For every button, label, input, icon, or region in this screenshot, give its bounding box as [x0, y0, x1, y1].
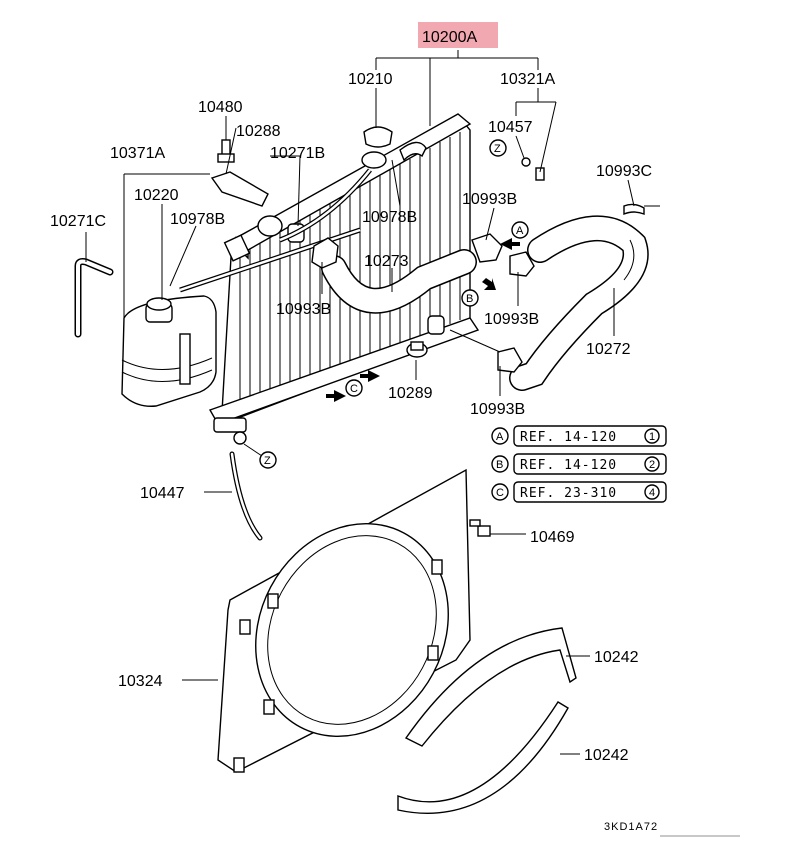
ref-b-letter: B	[496, 459, 503, 471]
label-10220[interactable]: 10220	[134, 187, 179, 204]
label-10210[interactable]: 10210	[348, 71, 393, 88]
label-10321A[interactable]: 10321A	[500, 71, 555, 88]
label-10447[interactable]: 10447	[140, 485, 185, 502]
reference-table: A REF. 14-120 1 B REF. 14-120 2 C REF. 2…	[491, 425, 667, 503]
label-10480[interactable]: 10480	[198, 99, 243, 116]
label-10288[interactable]: 10288	[236, 123, 281, 140]
marker-c: C	[350, 383, 358, 395]
main-part-highlight	[418, 22, 498, 48]
ref-c-letter: C	[496, 487, 504, 499]
ref-b-num: 2	[649, 459, 655, 471]
ref-a-text[interactable]: REF. 14-120	[520, 430, 617, 445]
label-10457[interactable]: 10457	[488, 119, 533, 136]
radiator-cap	[363, 126, 393, 148]
marker-b: B	[466, 293, 473, 305]
part-labels: 10200A 10210 10321A 10457 10480 10288 10…	[50, 29, 652, 764]
label-10324[interactable]: 10324	[118, 673, 163, 690]
label-10993C[interactable]: 10993C	[596, 163, 652, 180]
marker-z-lower: Z	[264, 455, 271, 467]
label-10273[interactable]: 10273	[364, 253, 409, 270]
label-10272[interactable]: 10272	[586, 341, 631, 358]
label-10993B-middle[interactable]: 10993B	[484, 311, 539, 328]
reservoir-tank	[121, 295, 217, 407]
ref-a-num: 1	[649, 431, 655, 443]
label-10993B-lower[interactable]: 10993B	[470, 401, 525, 418]
marker-a: A	[516, 225, 524, 237]
ref-c-num: 4	[649, 487, 655, 499]
label-10469[interactable]: 10469	[530, 529, 575, 546]
label-10271C[interactable]: 10271C	[50, 213, 106, 230]
fan-shroud	[217, 468, 471, 773]
label-10371A[interactable]: 10371A	[110, 145, 165, 162]
label-10242-lower[interactable]: 10242	[584, 747, 629, 764]
label-10993B-left[interactable]: 10993B	[276, 301, 331, 318]
ref-c-text[interactable]: REF. 23-310	[520, 486, 617, 501]
markers: Z Z A B C	[259, 139, 529, 469]
marker-z-upper: Z	[494, 143, 501, 155]
label-10271B[interactable]: 10271B	[270, 145, 325, 162]
ref-b-text[interactable]: REF. 14-120	[520, 458, 617, 473]
label-10978B-right[interactable]: 10978B	[362, 209, 417, 226]
label-10993B-upper[interactable]: 10993B	[462, 191, 517, 208]
label-10289[interactable]: 10289	[388, 385, 433, 402]
label-10978B-left[interactable]: 10978B	[170, 211, 225, 228]
label-10200A[interactable]: 10200A	[422, 29, 477, 46]
ref-a-letter: A	[496, 431, 504, 443]
label-10242-upper[interactable]: 10242	[594, 649, 639, 666]
drawing-code: 3KD1A72	[604, 821, 658, 833]
